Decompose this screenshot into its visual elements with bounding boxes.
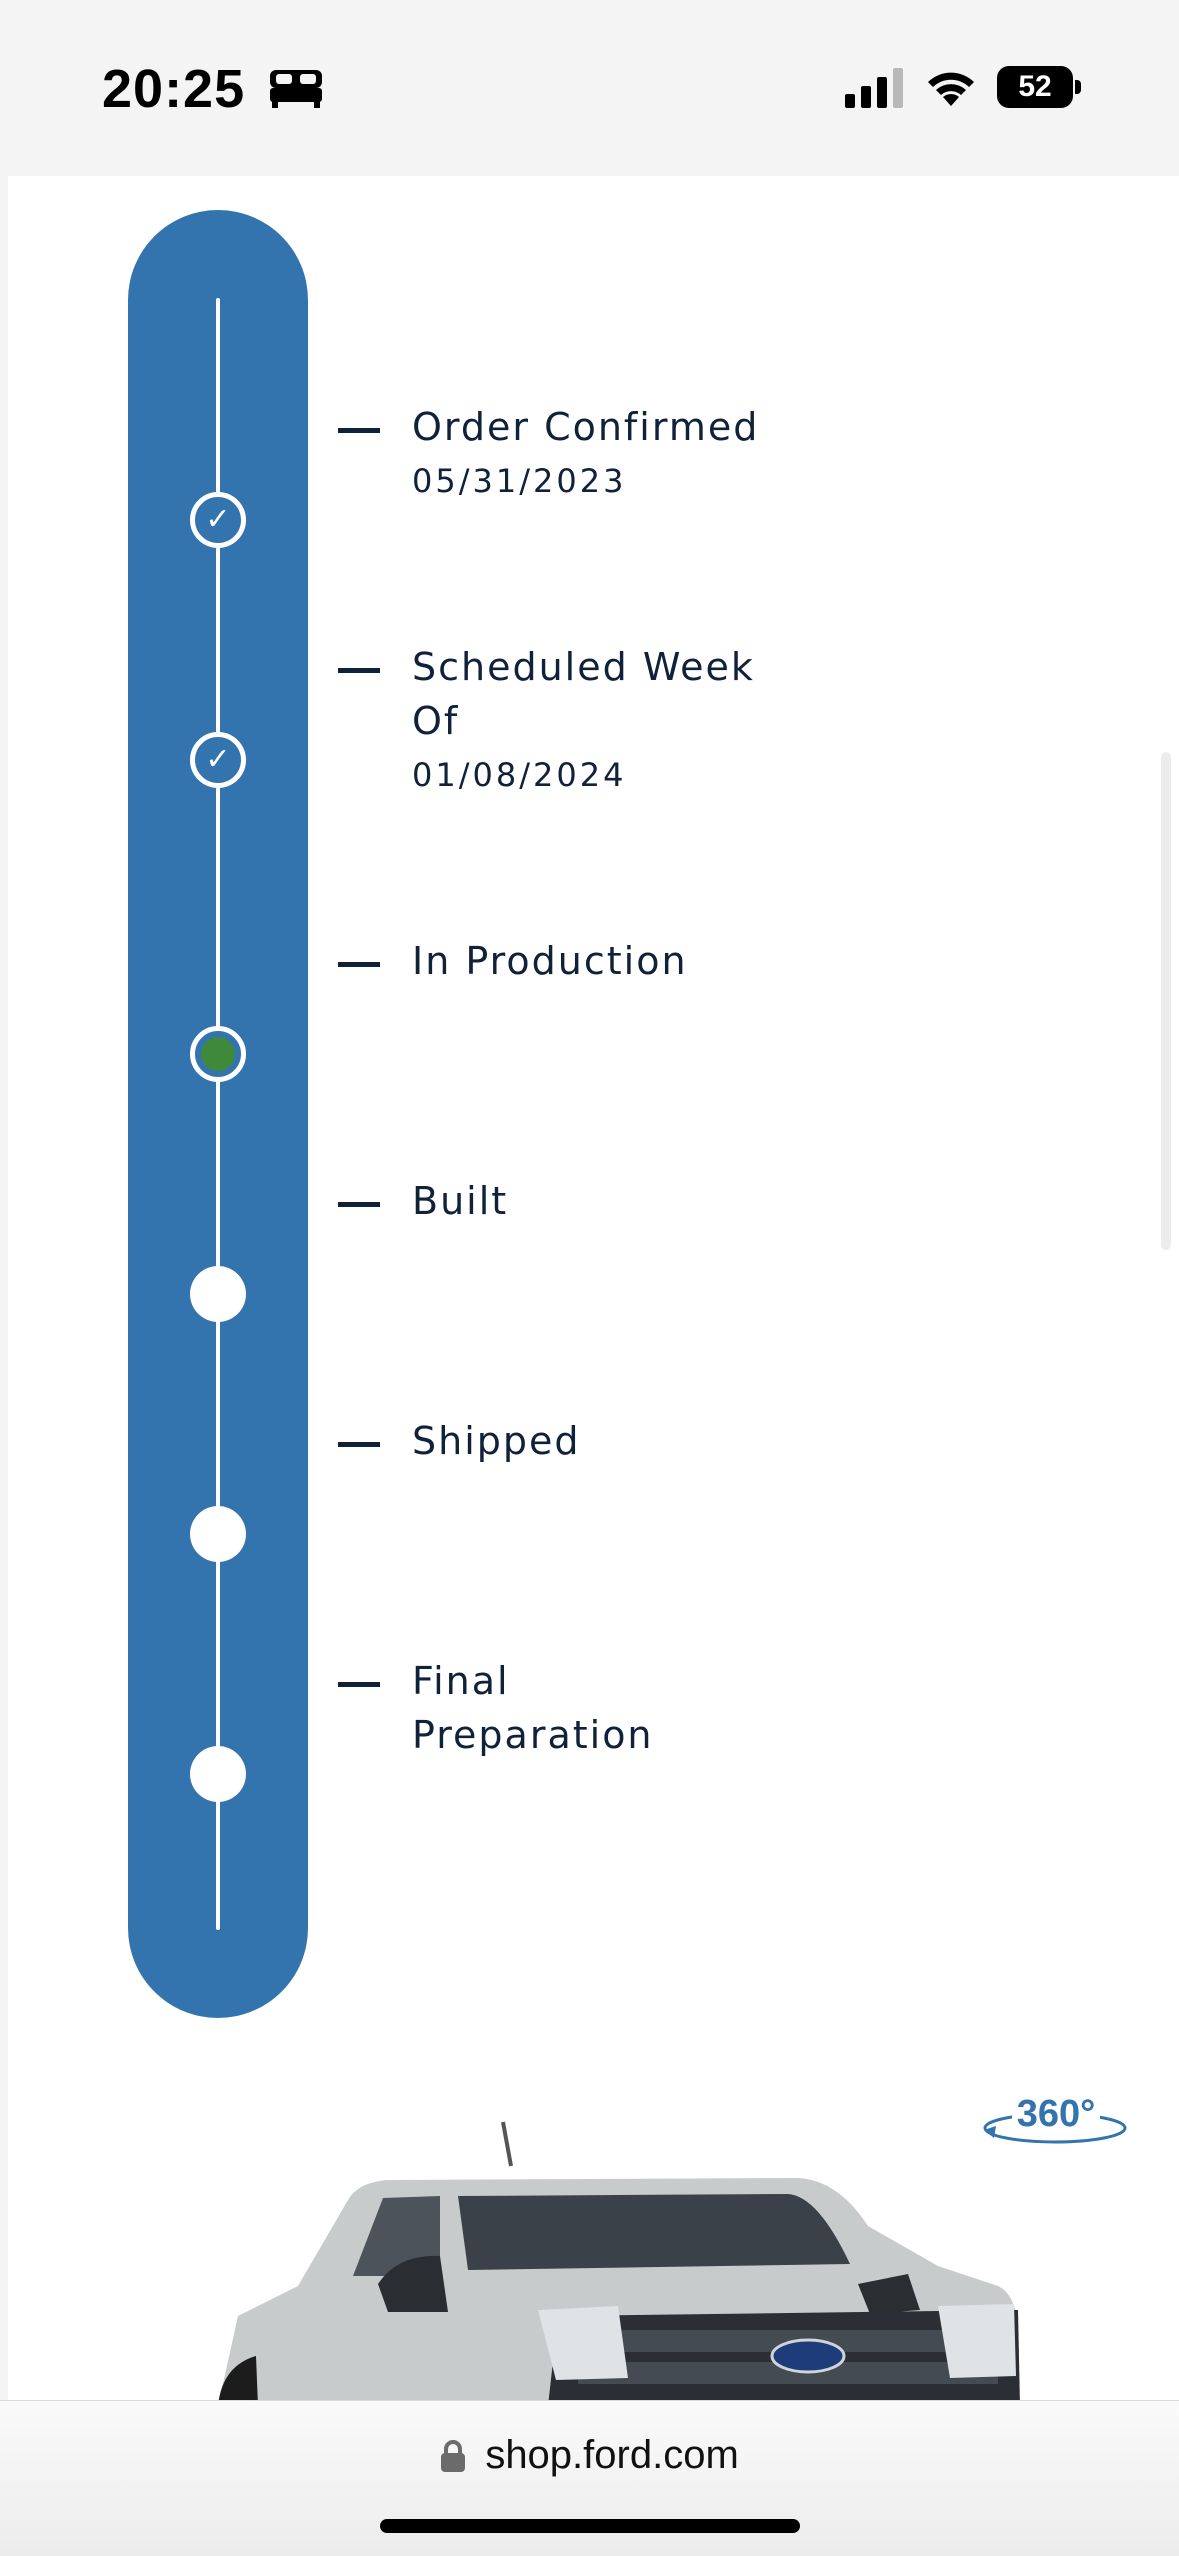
step-title: Final Preparation [412,1659,654,1757]
step-dash [338,962,380,967]
status-time: 20:25 [102,59,246,119]
bed-icon [270,70,322,108]
step-date: 05/31/2023 [412,462,627,500]
url-text[interactable]: shop.ford.com [485,2433,739,2477]
vehicle-image[interactable] [178,2116,1058,2400]
page-content: ✓ ✓ Order Confirmed 05/31/2023 Scheduled… [8,176,1179,2400]
step-title: Scheduled Week Of [412,645,755,743]
step-title: Shipped [412,1419,581,1463]
step-dash [338,1442,380,1447]
step-pending-indicator [190,1746,246,1802]
step-dash [338,668,380,673]
status-bar: 20:25 52 [0,0,1179,176]
step-date: 01/08/2024 [412,756,627,794]
order-status-tracker: ✓ ✓ [128,210,308,2018]
step-complete-check-icon: ✓ [190,492,246,548]
wifi-icon [928,72,974,106]
step-pending-indicator [190,1266,246,1322]
rotate-360-label: 360° [1017,2093,1096,2135]
step-complete-check-icon: ✓ [190,732,246,788]
battery-percent: 52 [1018,70,1052,103]
tracker-line [216,298,220,1930]
browser-url-bar[interactable]: shop.ford.com [0,2400,1179,2556]
lock-icon [441,2439,466,2472]
cellular-signal-icon [845,68,903,108]
step-dash [338,428,380,433]
home-indicator[interactable] [380,2519,800,2533]
step-title: Built [412,1179,509,1223]
step-title: In Production [412,939,688,983]
rotate-360-icon[interactable]: 360° [980,2086,1130,2156]
step-dash [338,1202,380,1207]
step-dash [338,1682,380,1687]
battery-icon: 52 [997,66,1081,108]
step-title: Order Confirmed [412,405,760,449]
scrollbar[interactable] [1161,752,1171,1250]
step-current-indicator [190,1026,246,1082]
step-pending-indicator [190,1506,246,1562]
